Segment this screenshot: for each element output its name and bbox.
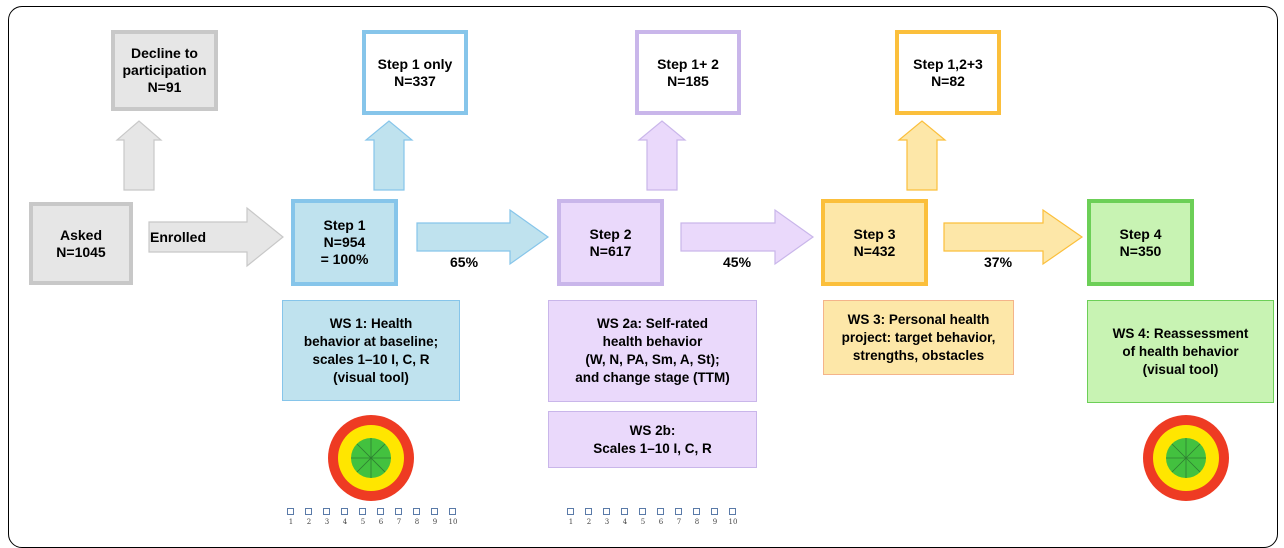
visual-tool-target-ws4 xyxy=(1143,415,1229,501)
scale-box xyxy=(341,508,348,515)
scale-number: 10 xyxy=(728,518,738,526)
label-pct-37: 37% xyxy=(984,254,1013,270)
scale-number: 9 xyxy=(432,518,438,526)
ws2b-box: WS 2b: Scales 1–10 I, C, R xyxy=(548,411,757,468)
ws2b-text: WS 2b: Scales 1–10 I, C, R xyxy=(593,422,712,456)
scale-number: 8 xyxy=(414,518,420,526)
ws2a-box: WS 2a: Self-rated health behavior (W, N,… xyxy=(548,300,757,402)
box-step1-only: Step 1 only N=337 xyxy=(362,30,468,115)
step2-text: Step 2 N=617 xyxy=(589,225,632,259)
label-pct-45: 45% xyxy=(723,254,752,270)
scale-box xyxy=(323,508,330,515)
scale-number: 2 xyxy=(586,518,592,526)
ws1-text: WS 1: Health behavior at baseline; scale… xyxy=(303,315,439,385)
scale-box xyxy=(305,508,312,515)
scale-box xyxy=(395,508,402,515)
step4-text: Step 4 N=350 xyxy=(1119,225,1162,259)
scale-number: 5 xyxy=(360,518,366,526)
scale-number: 4 xyxy=(342,518,348,526)
box-decline: Decline to participation N=91 xyxy=(111,30,218,111)
ws4-box: WS 4: Reassessment of health behavior (v… xyxy=(1087,300,1274,403)
scale-box xyxy=(621,508,628,515)
scale-1-10-ws1: 1 2 3 4 5 6 7 8 9 10 xyxy=(285,508,467,528)
scale-number: 8 xyxy=(694,518,700,526)
arrow-step1-step2 xyxy=(416,208,550,266)
scale-number: 3 xyxy=(324,518,330,526)
scale-box xyxy=(567,508,574,515)
arrow-step2-step3 xyxy=(680,208,815,266)
scale-box xyxy=(413,508,420,515)
box-step1: Step 1 N=954 = 100% xyxy=(291,199,398,286)
label-enrolled: Enrolled xyxy=(150,229,207,245)
scale-number: 6 xyxy=(658,518,664,526)
scale-number: 9 xyxy=(712,518,718,526)
scale-box xyxy=(377,508,384,515)
decline-text: Decline to participation N=91 xyxy=(122,45,207,95)
scale-box xyxy=(639,508,646,515)
scale-number: 10 xyxy=(448,518,458,526)
box-step12: Step 1+ 2 N=185 xyxy=(635,30,741,115)
scale-number: 2 xyxy=(306,518,312,526)
ws4-text: WS 4: Reassessment of health behavior (v… xyxy=(1112,325,1249,377)
scale-number: 7 xyxy=(676,518,682,526)
scale-box xyxy=(729,508,736,515)
box-step4: Step 4 N=350 xyxy=(1087,199,1194,286)
scale-box xyxy=(287,508,294,515)
arrow-up-step12 xyxy=(637,120,687,191)
scale-box xyxy=(603,508,610,515)
arrow-up-step1only xyxy=(364,120,414,191)
step1-text: Step 1 N=954 = 100% xyxy=(320,217,369,267)
scale-number: 4 xyxy=(622,518,628,526)
scale-box xyxy=(693,508,700,515)
ws2a-text: WS 2a: Self-rated health behavior (W, N,… xyxy=(575,316,730,385)
scale-box xyxy=(431,508,438,515)
scale-number: 1 xyxy=(288,518,294,526)
arrow-enrolled xyxy=(148,206,284,268)
scale-box xyxy=(359,508,366,515)
step3-text: Step 3 N=432 xyxy=(853,225,896,259)
scale-number: 7 xyxy=(396,518,402,526)
visual-tool-target-ws1 xyxy=(328,415,414,501)
step1-only-text: Step 1 only N=337 xyxy=(377,55,453,89)
arrow-step3-step4 xyxy=(943,208,1084,266)
scale-box xyxy=(449,508,456,515)
asked-text: Asked N=1045 xyxy=(56,226,106,260)
scale-box xyxy=(657,508,664,515)
label-pct-65: 65% xyxy=(450,254,479,270)
scale-number: 3 xyxy=(604,518,610,526)
scale-box xyxy=(585,508,592,515)
scale-number: 6 xyxy=(378,518,384,526)
ws3-box: WS 3: Personal health project: target be… xyxy=(823,300,1014,375)
step123-text: Step 1,2+3 N=82 xyxy=(913,55,983,89)
scale-1-10-ws2: 1 2 3 4 5 6 7 8 9 10 xyxy=(565,508,747,528)
scale-number: 1 xyxy=(568,518,574,526)
scale-box xyxy=(711,508,718,515)
scale-number: 5 xyxy=(640,518,646,526)
step12-text: Step 1+ 2 N=185 xyxy=(657,55,719,89)
flow-arrows xyxy=(115,120,1084,268)
arrow-up-step123 xyxy=(897,120,947,191)
box-step2: Step 2 N=617 xyxy=(557,199,664,286)
arrow-up-decline xyxy=(115,120,163,191)
box-step3: Step 3 N=432 xyxy=(821,199,928,286)
box-asked: Asked N=1045 xyxy=(29,202,133,285)
box-step123: Step 1,2+3 N=82 xyxy=(895,30,1001,115)
scale-box xyxy=(675,508,682,515)
ws1-box: WS 1: Health behavior at baseline; scale… xyxy=(282,300,460,401)
ws3-text: WS 3: Personal health project: target be… xyxy=(841,311,996,363)
